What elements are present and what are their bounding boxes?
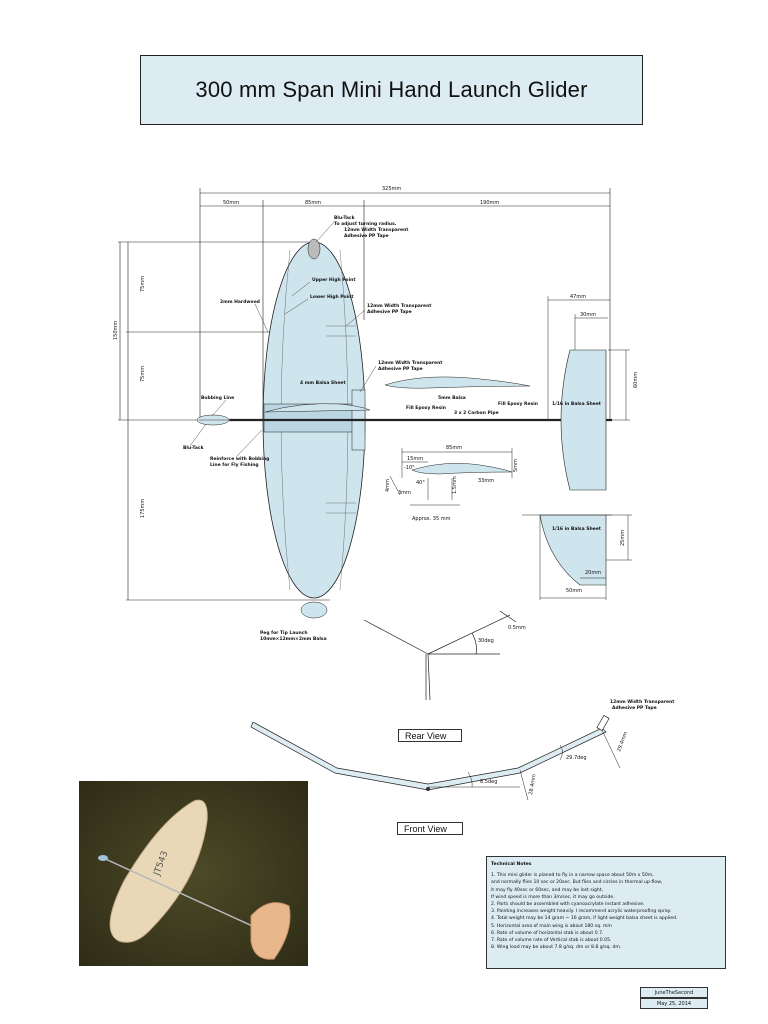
front-view-drawing	[250, 714, 621, 801]
note-blu-tack-top2: To adjust turning radius.	[334, 221, 397, 227]
dim-airfoil-angle2: 40°	[416, 480, 425, 486]
dim-front-dihedral2: 29.7deg	[566, 755, 587, 761]
airfoil-section-detail	[411, 463, 513, 475]
dim-stab-inner: 30mm	[580, 312, 596, 318]
dim-height-lower: 175mm	[140, 499, 146, 518]
date-box: May 25, 2014	[640, 998, 708, 1009]
notes-line: 2. Parts should be assembled with cyanoa…	[491, 902, 645, 908]
front-view-label: Front View	[397, 822, 463, 835]
dim-fin-width: 50mm	[566, 588, 582, 594]
dim-fin-inner: 20mm	[585, 570, 601, 576]
notes-line: 8. Wing load may be about 7.8 g/sq. dm o…	[491, 945, 622, 951]
dim-height-mid: 75mm	[140, 366, 146, 382]
dim-total-span: 325mm	[382, 186, 401, 192]
notes-line: If wind speed is more than 3m/sec, it ma…	[491, 894, 615, 900]
notes-line: 4. Total weight may be 14 gram ~ 16 gram…	[491, 916, 678, 922]
note-upper-high: Upper High Point	[312, 277, 356, 283]
notes-line: 7. Rate of volume rate of Vertical stab …	[491, 938, 612, 944]
drawing-title: 300 mm Span Mini Hand Launch Glider	[140, 55, 643, 125]
notes-line: it may fly 40sec or 60sec, and may be lo…	[491, 887, 604, 893]
author-box: JuneTheSecond	[640, 987, 708, 998]
notes-line: and normally flies 10 sec or 20sec. But …	[491, 880, 663, 886]
dim-airfoil-front: 15mm	[407, 456, 423, 462]
note-fill-epoxy2: Fill Epoxy Resin	[498, 401, 538, 407]
note-blu-tack-top: Blu-Tack	[334, 215, 356, 221]
note-peg1: Peg for Tip Launch	[260, 630, 308, 636]
note-hardwood: 2mm Hardwood	[220, 299, 260, 305]
note-fin-balsa: 1/16 in Balsa Sheet	[552, 526, 602, 532]
note-balsa-5mm: 5mm Balsa	[438, 395, 466, 401]
dim-airfoil-height: 5mm	[513, 459, 519, 472]
note-bobbing-line: Bobbing Line	[201, 395, 234, 401]
vertical-fin	[539, 514, 607, 586]
note-peg2: 10mm×12mm×2mm Balsa	[260, 636, 327, 642]
dim-fin-height: 25mm	[620, 530, 626, 546]
launch-peg	[300, 601, 328, 619]
notes-line: 6. Rate of volume of horizontal stab is …	[491, 930, 604, 936]
note-tape-top2: Adhesive PP Tape	[344, 233, 389, 239]
dim-seg-left: 50mm	[223, 200, 239, 206]
note-tape-mid2: Adhesive PP Tape	[367, 309, 412, 315]
note-tape-foil2: Adhesive PP Tape	[378, 366, 423, 372]
glider-photo: JT543	[79, 781, 308, 966]
dim-front-h1: 28.4mm	[528, 774, 538, 796]
dim-airfoil-angle1: -10°	[404, 465, 415, 471]
note-tape-mid: 12mm Width Transparent	[367, 303, 432, 309]
dim-stab-height: 60mm	[633, 372, 639, 388]
note-lower-high: Lower High Point	[310, 294, 354, 300]
dim-airfoil-small: 3mm	[398, 490, 411, 496]
note-tape-front2: Adhesive PP Tape	[612, 705, 657, 711]
note-reinforce1: Reinforce with Bobbing	[210, 456, 269, 462]
note-carbon-pipe: 3 x 2 Carbon Pipe	[454, 410, 499, 416]
dim-seg-right: 190mm	[480, 200, 499, 206]
notes-title: Technical Notes	[491, 862, 532, 867]
dim-stab-span: 47mm	[570, 294, 586, 300]
dim-front-dihedral1: 8.5deg	[480, 779, 497, 785]
dim-front-h2: 29.4mm	[616, 731, 629, 753]
note-blu-tack-nose: Blu-Tack	[183, 445, 205, 451]
notes-line: 3. Painting increases weight heavily. I …	[491, 909, 672, 915]
blu-tack-top	[307, 238, 321, 260]
notes-line: 1. This mini glider is planed to fly in …	[491, 873, 654, 879]
note-fill-epoxy1: Fill Epoxy Resin	[406, 405, 446, 411]
dim-airfoil-chord: 85mm	[446, 445, 462, 451]
dim-rear-tip: 0.5mm	[508, 625, 526, 631]
horizontal-stabilizer	[560, 349, 607, 491]
note-tape-front: 12mm Width Transparent	[610, 699, 675, 705]
note-balsa-sheet: 4 mm Balsa Sheet	[300, 380, 346, 386]
dim-seg-mid: 85mm	[305, 200, 321, 206]
notes-line: 5. Horizontal area of main wing is about…	[491, 923, 612, 929]
dim-airfoil-thick1: 4mm	[385, 479, 391, 492]
note-stab-balsa: 1/16 in Balsa Sheet	[552, 401, 602, 407]
note-reinforce2: Line for Fly Fishing	[210, 462, 259, 468]
dim-height-upper: 75mm	[140, 276, 146, 292]
rear-view-label: Rear View	[398, 729, 462, 742]
technical-notes: Technical Notes 1. This mini glider is p…	[486, 856, 726, 969]
dim-airfoil-approx: Approx. 35 mm	[412, 516, 451, 522]
dim-airfoil-rear: 33mm	[478, 478, 494, 484]
note-tape-foil: 12mm Width Transparent	[378, 360, 443, 366]
dim-height-total: 150mm	[113, 321, 119, 340]
dim-rear-angle: 30deg	[478, 638, 494, 644]
airfoil-section-top	[384, 376, 531, 389]
dim-airfoil-thick2: 1.5mm	[452, 476, 458, 494]
rear-view-drawing	[363, 610, 517, 701]
note-tape-top: 12mm Width Transparent	[344, 227, 409, 233]
